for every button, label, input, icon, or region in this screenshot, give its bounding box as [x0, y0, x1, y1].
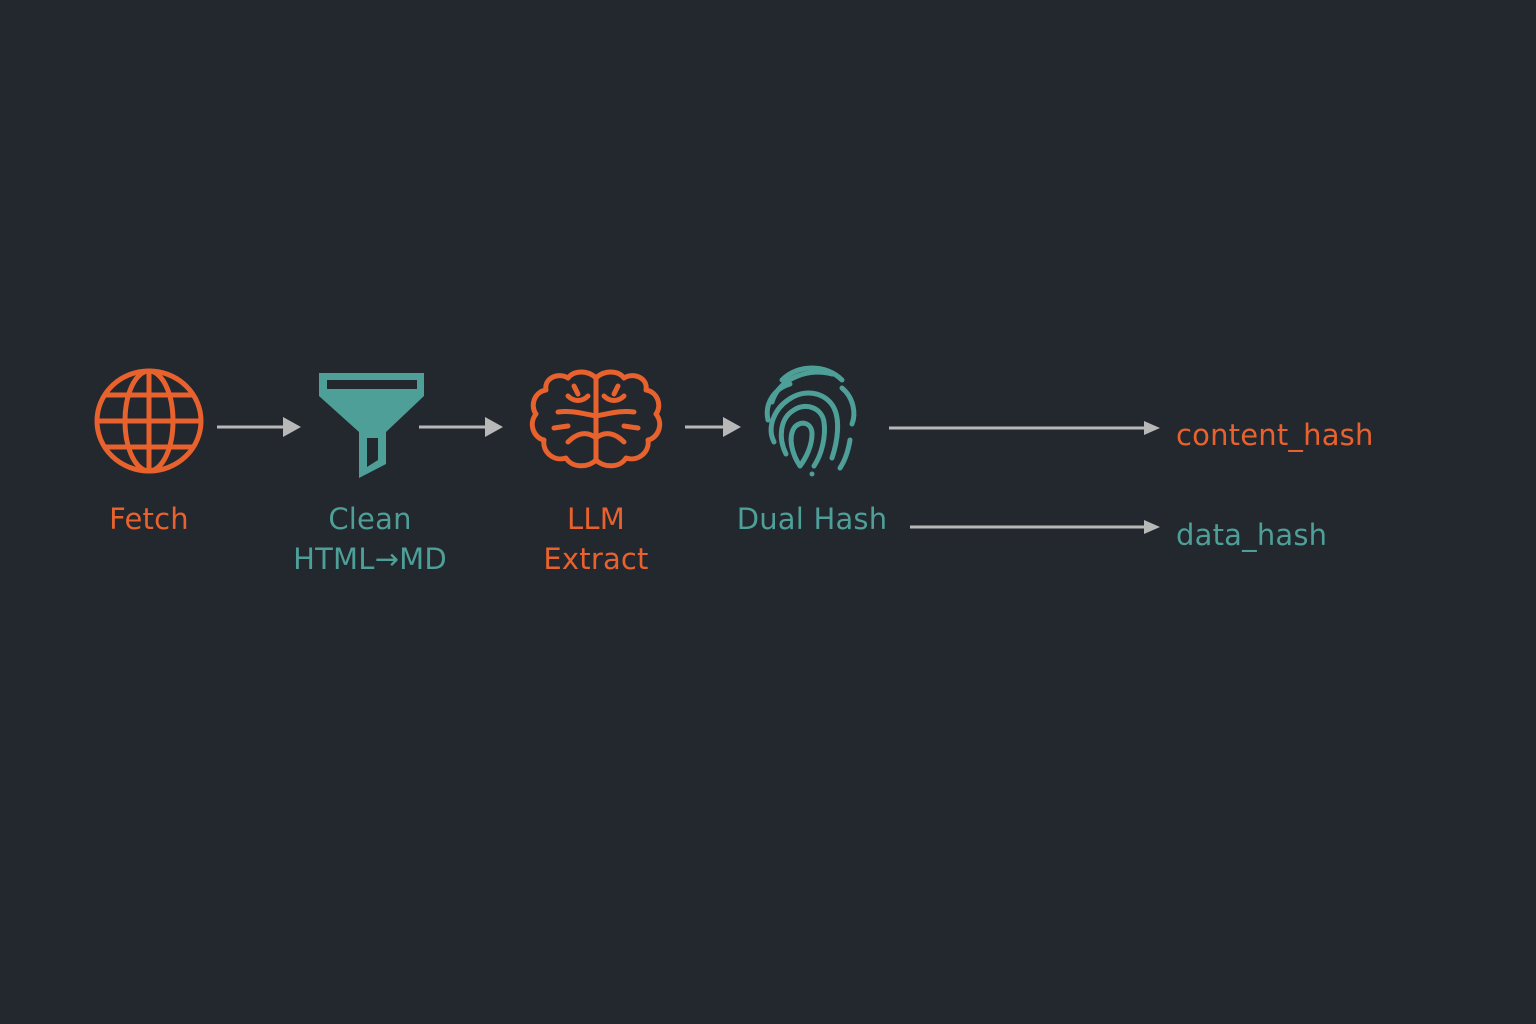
step-label-fetch: Fetch [89, 499, 209, 539]
step-label-line: HTML→MD [293, 542, 447, 576]
step-label-dual-hash: Dual Hash [712, 499, 912, 539]
step-label-line: Extract [543, 542, 649, 576]
step-label-line: Fetch [109, 502, 189, 536]
step-label-clean: Clean HTML→MD [270, 499, 470, 579]
arrow-to-data-hash-icon [910, 520, 1160, 534]
brain-icon [528, 368, 664, 472]
step-label-line: Dual Hash [736, 502, 888, 536]
funnel-icon [318, 372, 426, 478]
arrow-right-icon [685, 417, 741, 437]
output-content-hash: content_hash [1176, 418, 1374, 452]
arrow-right-icon [419, 417, 503, 437]
globe-icon [93, 368, 205, 474]
step-label-line: Clean [328, 502, 412, 536]
output-data-hash: data_hash [1176, 518, 1328, 552]
step-label-llm-extract: LLM Extract [506, 499, 686, 579]
arrow-right-icon [217, 417, 301, 437]
fingerprint-icon [760, 362, 864, 478]
step-label-line: LLM [567, 502, 625, 536]
arrow-to-content-hash-icon [889, 421, 1160, 435]
